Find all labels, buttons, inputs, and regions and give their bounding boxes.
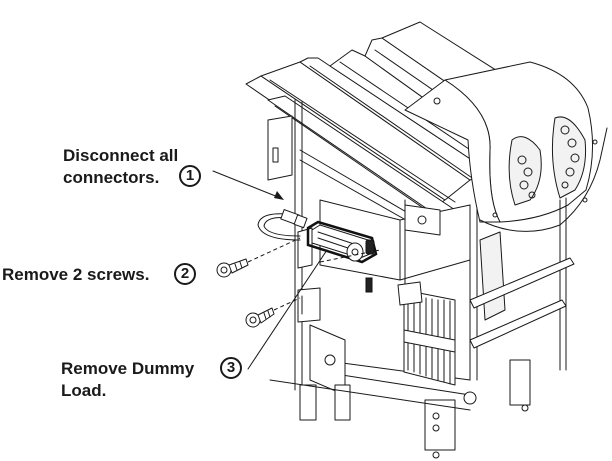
cable-chain-left — [517, 155, 536, 199]
step-1-label-line1: Disconnect all — [63, 146, 179, 165]
step-1-number-badge: 1 — [179, 165, 201, 187]
connector-cable — [257, 209, 308, 241]
dummy-load — [306, 220, 378, 264]
main-frame — [267, 99, 575, 459]
step-1-label-line2: connectors. — [63, 168, 160, 187]
screw-upper — [216, 237, 301, 278]
step-2-number-badge: 2 — [174, 263, 196, 285]
step-3-number-badge: 3 — [220, 357, 242, 379]
leader-line-1 — [212, 170, 284, 200]
screw-lower — [245, 297, 301, 328]
step-3-label-line2: Load. — [61, 381, 107, 400]
heat-sink — [403, 289, 456, 386]
leader-line-3 — [247, 249, 328, 370]
print-head-housing — [404, 61, 608, 232]
step-2-label: Remove 2 screws. — [2, 265, 150, 284]
step-3-label-line1: Remove Dummy — [61, 359, 195, 378]
cable-chain-right — [560, 125, 580, 189]
